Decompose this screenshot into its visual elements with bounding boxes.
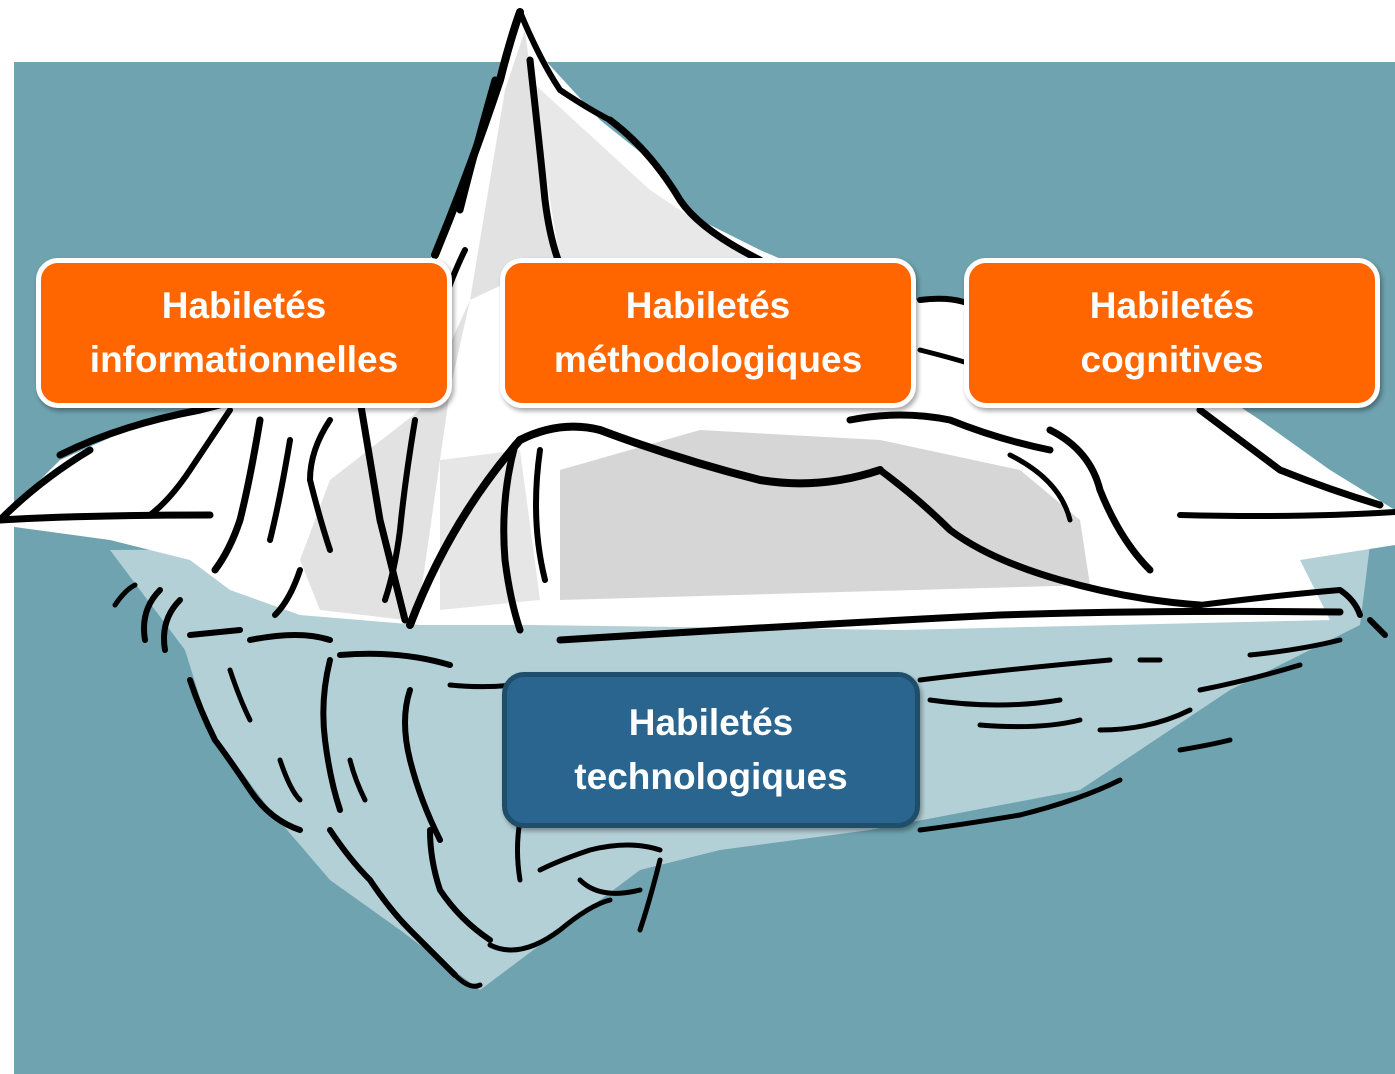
label-informationnelles-line1: Habiletés bbox=[161, 285, 327, 327]
label-technologiques-line2: technologiques bbox=[574, 756, 848, 797]
label-cognitives-line1: Habiletés bbox=[1089, 285, 1255, 327]
label-cognitives: Habiletés cognitives bbox=[964, 258, 1380, 408]
label-cognitives-line2: cognitives bbox=[1080, 339, 1264, 380]
label-technologiques: Habiletés technologiques bbox=[502, 672, 920, 828]
label-methodologiques-line2: méthodologiques bbox=[553, 339, 863, 380]
iceberg-shade-peak bbox=[300, 30, 555, 620]
water-line bbox=[0, 509, 1395, 524]
iceberg-outline bbox=[0, 8, 1388, 644]
label-informationnelles-line2: informationnelles bbox=[89, 339, 399, 380]
label-informationnelles: Habiletés informationnelles bbox=[36, 258, 452, 408]
iceberg-shade-mass bbox=[560, 430, 1090, 600]
label-methodologiques-line1: Habiletés bbox=[625, 285, 791, 327]
label-methodologiques: Habiletés méthodologiques bbox=[500, 258, 916, 408]
iceberg-shade-side bbox=[440, 450, 540, 610]
underwater-strokes bbox=[112, 582, 1343, 989]
iceberg-shade-left bbox=[530, 80, 820, 310]
label-technologiques-line1: Habiletés bbox=[628, 702, 794, 744]
